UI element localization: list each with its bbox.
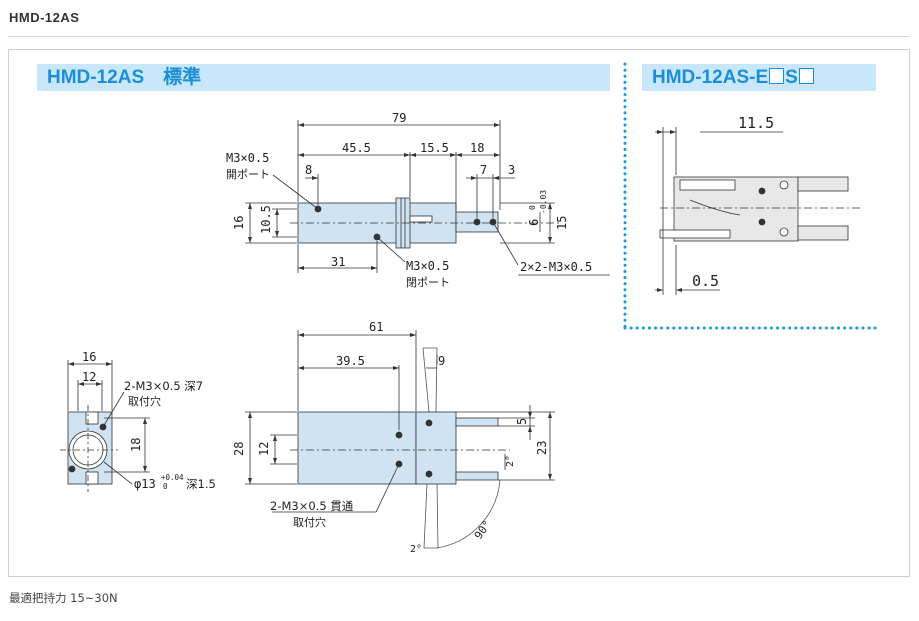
dim-end-w12: 12	[82, 370, 96, 384]
dim-top-port-offset: 8	[305, 163, 312, 177]
label-side-tap: 2-M3×0.5 貫通	[270, 499, 354, 513]
placeholder-box-icon	[798, 68, 814, 84]
dim-top-mid: 15.5	[420, 141, 449, 155]
option-model-banner: HMD-12AS-E S	[642, 64, 876, 91]
title-divider	[8, 36, 910, 37]
option-dotted-border	[623, 62, 878, 330]
dim-top-h10-5: 10.5	[259, 205, 273, 234]
dim-top-h6: 6	[527, 219, 541, 226]
option-title-prefix: HMD-12AS-E	[652, 67, 769, 88]
label-end-tap: 2-M3×0.5 深7	[124, 379, 203, 393]
side-view	[245, 330, 555, 549]
end-view	[60, 360, 150, 492]
dim-side-h28: 28	[232, 442, 246, 456]
label-side-tap-purpose: 取付穴	[293, 515, 326, 529]
drawing-frame	[8, 49, 910, 577]
label-bore-lower: 0	[163, 482, 168, 491]
dim-side-body: 39.5	[336, 354, 365, 368]
dim-top-h15: 15	[555, 216, 569, 230]
label-open-port: 開ポート	[226, 168, 270, 181]
end-view-arrows	[68, 362, 147, 472]
dim-top-h16: 16	[232, 216, 246, 230]
option-view-arrows	[657, 130, 682, 292]
label-jaw-tap: 2×2-M3×0.5	[520, 260, 592, 274]
dim-option-top: 11.5	[738, 114, 774, 132]
dim-top-jaw: 18	[470, 141, 484, 155]
dim-top-overall: 79	[392, 111, 406, 125]
dim-side-w9: 9	[438, 354, 445, 368]
label-bore-depth: 深1.5	[186, 477, 216, 491]
label-bore-prefix: φ13	[134, 477, 156, 491]
label-open-port-size: M3×0.5	[226, 151, 269, 165]
top-view	[245, 120, 610, 276]
placeholder-box-icon	[769, 68, 785, 84]
tol-upper: 0	[528, 205, 537, 210]
dim-side-overall: 61	[369, 320, 383, 334]
dim-side-h23: 23	[535, 441, 549, 455]
page-title: HMD-12AS	[9, 10, 80, 25]
label-bore-upper: +0.04	[161, 473, 184, 482]
footer-note: 最適把持力 15~30N	[9, 591, 118, 605]
dim-end-h18: 18	[129, 438, 143, 452]
standard-model-banner: HMD-12AS 標準	[37, 64, 610, 91]
label-close-port-size: M3×0.5	[406, 259, 449, 273]
dim-side-angle-b: 2°	[410, 544, 422, 555]
dim-top-body: 45.5	[342, 141, 371, 155]
option-title-mid: S	[785, 67, 798, 88]
side-view-arrows	[248, 333, 552, 484]
dim-option-bottom: 0.5	[692, 272, 719, 290]
dim-end-w16: 16	[82, 350, 96, 364]
option-view	[655, 127, 860, 295]
dim-top-left-port: 31	[331, 255, 345, 269]
dim-side-h12: 12	[257, 442, 271, 456]
dim-side-h5: 5	[515, 418, 529, 425]
tol-lower: -0.03	[539, 190, 548, 214]
label-close-port: 閉ポート	[406, 276, 450, 289]
dim-top-jaw-hole2: 3	[508, 163, 515, 177]
dim-side-angle-a: 2°	[505, 455, 516, 467]
dim-side-angle-90: 90°	[472, 518, 494, 542]
top-view-arrows	[248, 123, 552, 270]
dim-top-jaw-hole: 7	[480, 163, 487, 177]
label-end-tap-purpose: 取付穴	[128, 394, 161, 408]
